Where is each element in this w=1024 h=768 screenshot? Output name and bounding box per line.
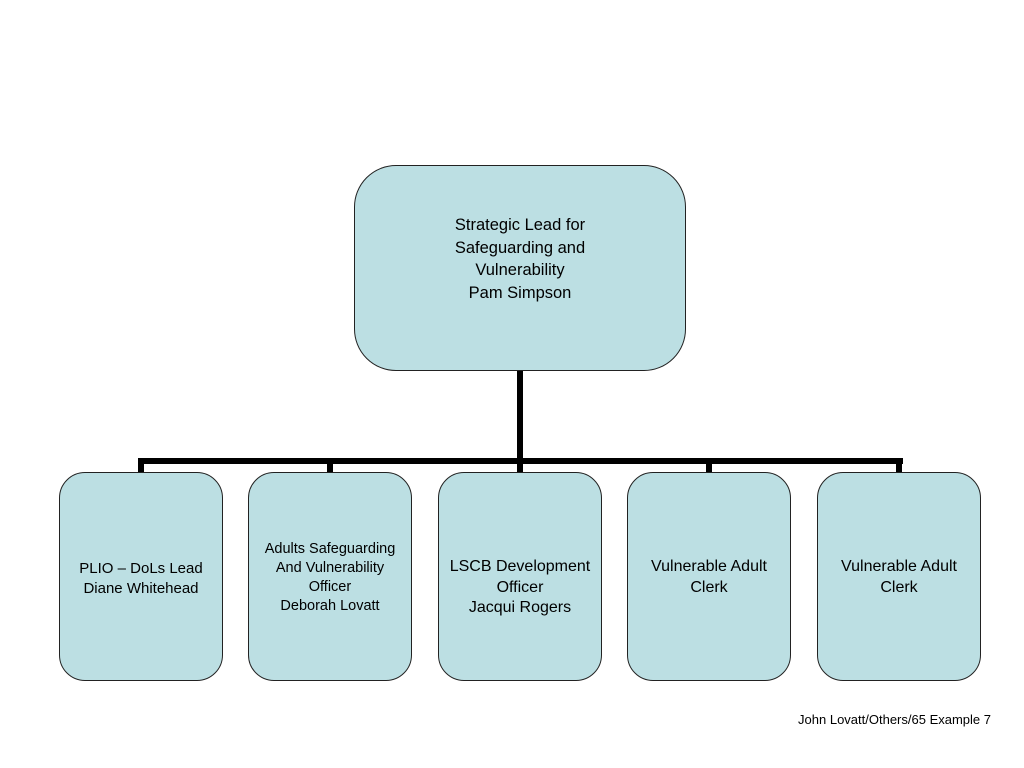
plio-dols-lead-box: PLIO – DoLs Lead Diane Whitehead: [59, 472, 223, 681]
vulnerable-adult-clerk-label-1: Vulnerable Adult Clerk: [651, 558, 767, 596]
vulnerable-adult-clerk-box-2: Vulnerable Adult Clerk: [817, 472, 981, 681]
adults-safeguarding-officer-box: Adults Safeguarding And Vulnerability Of…: [248, 472, 412, 681]
lscb-development-officer-label: LSCB Development Officer Jacqui Rogers: [449, 558, 591, 616]
lscb-development-officer-box: LSCB Development Officer Jacqui Rogers: [438, 472, 602, 681]
strategic-lead-label: Strategic Lead for Safeguarding and Vuln…: [454, 216, 586, 302]
vulnerable-adult-clerk-label-2: Vulnerable Adult Clerk: [841, 558, 957, 596]
vulnerable-adult-clerk-box-1: Vulnerable Adult Clerk: [627, 472, 791, 681]
slide-footer-text: John Lovatt/Others/65 Example 7: [798, 712, 991, 727]
plio-dols-lead-label: PLIO – DoLs Lead Diane Whitehead: [79, 560, 203, 597]
adults-safeguarding-officer-label: Adults Safeguarding And Vulnerability Of…: [264, 541, 396, 614]
strategic-lead-box: Strategic Lead for Safeguarding and Vuln…: [354, 165, 686, 371]
